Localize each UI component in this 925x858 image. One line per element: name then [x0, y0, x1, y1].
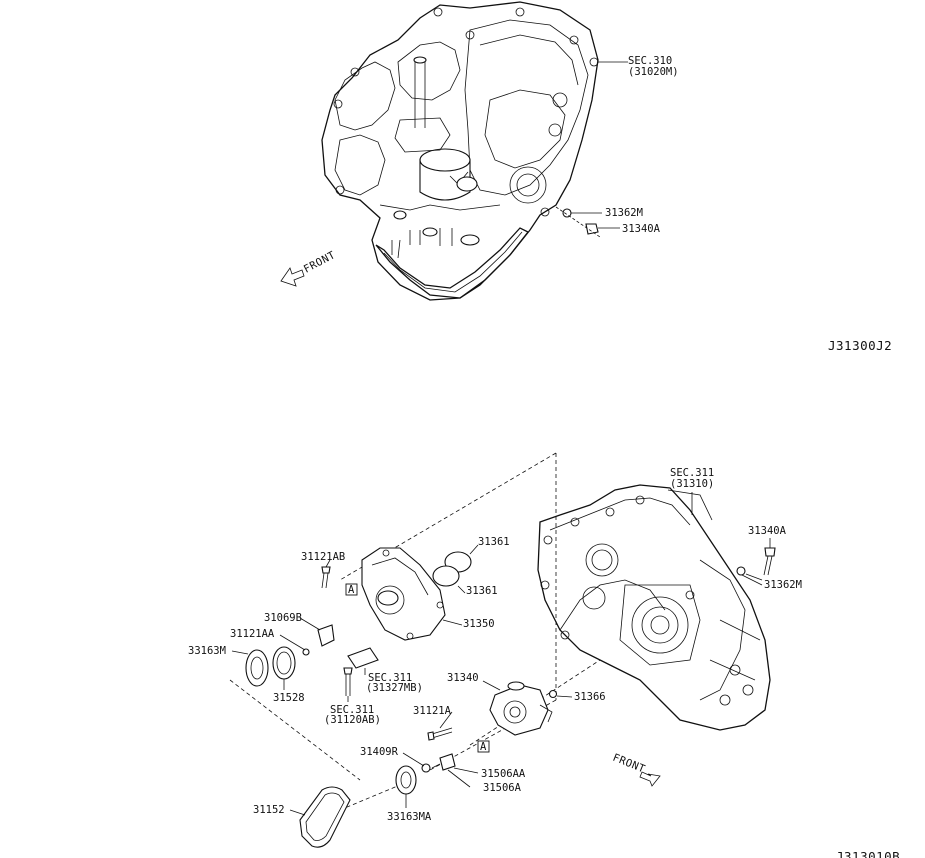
label-31528: 31528: [273, 692, 305, 704]
label-31366: 31366: [574, 691, 606, 703]
label-33163m: 33163M: [188, 645, 226, 657]
ref-box-a-1: [345, 583, 358, 596]
ref-a-1: A: [348, 584, 355, 596]
diagram-code-upper: J31300J2: [828, 338, 892, 353]
label-31361-b: 31361: [466, 585, 498, 597]
label-31362m-lower: 31362M: [764, 579, 802, 591]
oil-strainer-31152: [299, 786, 351, 848]
label-sec-311-mb-sub: (31327MB): [366, 682, 423, 694]
label-31340: 31340: [447, 672, 479, 684]
ref-box-a-2: [477, 740, 490, 753]
o-ring-31361-b: [432, 565, 460, 587]
label-sec-310: SEC.310: [628, 55, 672, 67]
label-31340a-upper: 31340A: [622, 223, 661, 235]
label-sec-311-ab-sub: (31120AB): [324, 714, 381, 726]
label-31506a: 31506A: [483, 782, 522, 794]
front-arrow-upper: FRONT: [280, 249, 338, 287]
label-31069b: 31069B: [264, 612, 302, 624]
label-front-upper: FRONT: [302, 249, 338, 276]
side-cover-31350: [361, 547, 446, 641]
label-33163ma: 33163MA: [387, 811, 432, 823]
label-sec-311-case-sub: (31310): [670, 478, 714, 490]
diagram-code-lower: J313010B: [836, 849, 900, 858]
label-31340a-lower: 31340A: [748, 525, 787, 537]
label-31409r: 31409R: [360, 746, 399, 758]
label-31362m-upper: 31362M: [605, 207, 643, 219]
label-sec-311-mb: SEC.311: [368, 672, 412, 684]
label-31152: 31152: [253, 804, 285, 816]
label-sec-310-sub: (31020M): [628, 66, 679, 78]
label-31121ab: 31121AB: [301, 551, 345, 563]
ref-a-2: A: [480, 741, 487, 753]
transaxle-assembly-drawing: [321, 1, 601, 301]
label-31121a: 31121A: [413, 705, 452, 717]
oil-pump-31340: [489, 681, 553, 736]
label-31506aa: 31506AA: [481, 768, 526, 780]
transaxle-case-drawing: [537, 484, 771, 731]
label-31121aa: 31121AA: [230, 628, 275, 640]
front-arrow-lower: FRONT: [611, 752, 661, 787]
label-sec-311-ab: SEC.311: [330, 704, 374, 716]
label-sec-311-case: SEC.311: [670, 467, 714, 479]
label-31361-a: 31361: [478, 536, 510, 548]
label-31350: 31350: [463, 618, 495, 630]
